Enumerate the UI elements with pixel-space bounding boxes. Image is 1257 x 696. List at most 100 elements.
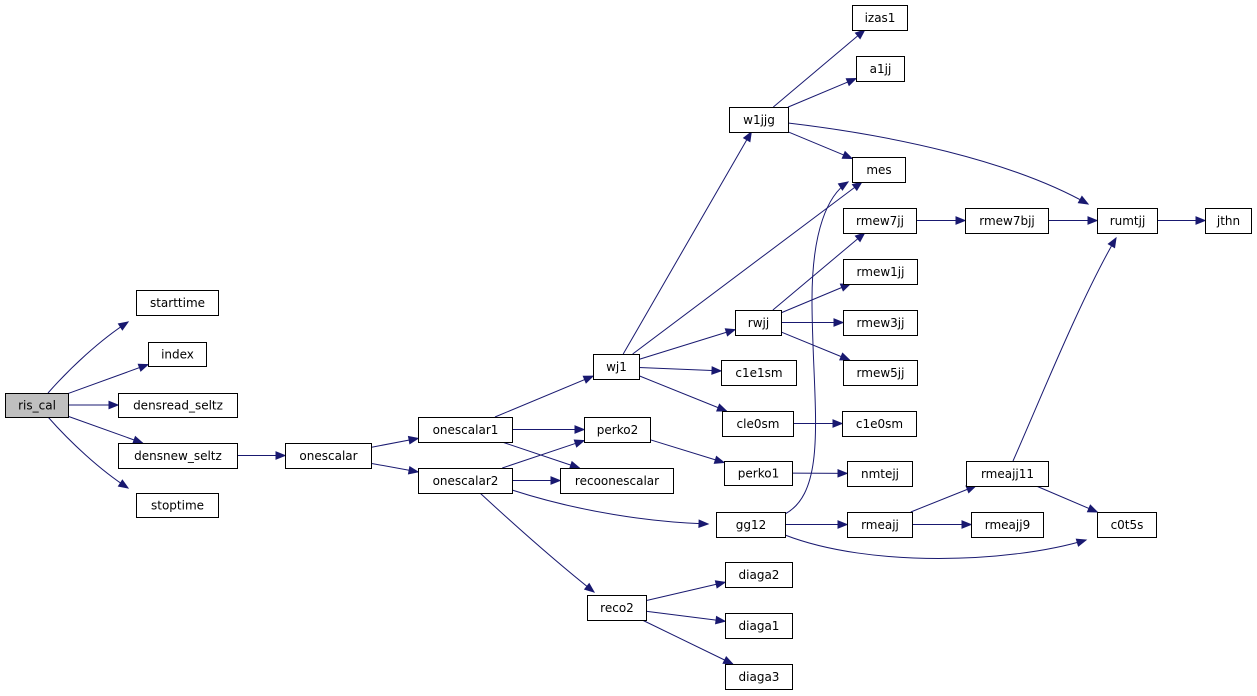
node-perko1[interactable]: perko1 (724, 461, 793, 486)
node-box (725, 562, 793, 588)
node-izas1[interactable]: izas1 (852, 5, 908, 31)
node-label: rmeajj11 (981, 467, 1034, 481)
node-label: starttime (150, 296, 205, 310)
node-rmew1jj[interactable]: rmew1jj (843, 259, 918, 285)
node-rmew7jj[interactable]: rmew7jj (843, 208, 917, 234)
node-stoptime[interactable]: stoptime (136, 493, 219, 518)
node-rmeajj11[interactable]: rmeajj11 (966, 461, 1049, 487)
node-starttime[interactable]: starttime (136, 290, 219, 316)
node-rmew5jj[interactable]: rmew5jj (843, 360, 918, 386)
arrowhead-gg12-to-mes (837, 181, 850, 191)
node-rmew3jj[interactable]: rmew3jj (843, 310, 918, 336)
node-onescalar2[interactable]: onescalar2 (418, 468, 513, 494)
node-label: rwjj (748, 316, 769, 330)
node-label: cle0sm (737, 417, 780, 431)
node-box (843, 360, 918, 386)
node-label: index (161, 348, 194, 362)
node-w1jjg[interactable]: w1jjg (729, 107, 789, 133)
arrowhead-rwjj-to-rmew7jj (854, 232, 866, 243)
node-recoonescalar[interactable]: recoonescalar (560, 468, 674, 494)
node-a1jj[interactable]: a1jj (856, 56, 905, 82)
node-ris-cal[interactable]: ris_cal (5, 393, 69, 418)
node-box (593, 354, 640, 380)
node-mes[interactable]: mes (852, 157, 906, 183)
node-onescalar[interactable]: onescalar (285, 443, 372, 469)
node-label: mes (866, 163, 891, 177)
node-label: rmeajj9 (985, 518, 1030, 532)
edge-w1jjg-to-a1jj (787, 78, 857, 108)
node-box (560, 468, 674, 494)
node-rmeajj[interactable]: rmeajj (847, 512, 913, 538)
node-diaga3[interactable]: diaga3 (725, 664, 793, 690)
node-nmtejj[interactable]: nmtejj (847, 461, 913, 487)
node-reco2[interactable]: reco2 (587, 595, 647, 621)
arrowhead-rwjj-to-rmew1jj (839, 283, 852, 292)
arrowhead-ris_cal-to-index (137, 363, 150, 372)
node-box (136, 493, 219, 518)
edge-rmeajj-to-rmeajj11 (910, 485, 976, 513)
node-jthn[interactable]: jthn (1205, 208, 1252, 234)
node-box (847, 512, 913, 538)
arrowhead-ris_cal-to-starttime (117, 321, 130, 331)
arrowhead-rmeajj-to-rmeajj9 (961, 520, 973, 529)
arrowhead-w1jjg-to-a1jj (845, 78, 858, 87)
node-densread-seltz[interactable]: densread_seltz (118, 393, 238, 418)
arrowhead-reco2-to-diaga1 (715, 615, 727, 625)
node-label: diaga1 (739, 619, 780, 633)
arrowhead-w1jjg-to-mes (841, 150, 854, 159)
edge-rwjj-to-rmew1jj (780, 283, 851, 314)
node-cle0sm[interactable]: cle0sm (722, 411, 794, 437)
arrowhead-w1jjg-to-izas1 (854, 29, 866, 40)
node-index[interactable]: index (148, 342, 207, 367)
node-box (966, 461, 1049, 487)
node-box (725, 664, 793, 690)
node-box (1205, 208, 1252, 234)
node-box (118, 443, 238, 469)
node-rmew7bjj[interactable]: rmew7bjj (965, 208, 1049, 234)
edge-onescalar1-to-wj1 (494, 375, 594, 418)
node-wj1[interactable]: wj1 (593, 354, 640, 380)
arrowhead-gg12-to-c0t5s (1075, 538, 1088, 547)
node-label: rmew5jj (857, 366, 905, 380)
node-c0t5s[interactable]: c0t5s (1097, 512, 1157, 538)
node-label: ris_cal (18, 399, 56, 413)
node-label: gg12 (736, 518, 767, 532)
arrowhead-ris_cal-to-stoptime (117, 479, 130, 489)
arrowhead-reco2-to-diaga2 (714, 580, 727, 589)
edge-onescalar2-to-reco2 (479, 492, 595, 593)
node-rmeajj9[interactable]: rmeajj9 (971, 512, 1044, 538)
node-gg12[interactable]: gg12 (716, 512, 786, 538)
node-box (725, 613, 793, 639)
node-label: rmew7bjj (979, 214, 1035, 228)
node-label: rmew3jj (857, 316, 905, 330)
edge-wj1-to-c1e1sm (638, 366, 722, 372)
node-label: densnew_seltz (134, 449, 222, 463)
node-diaga1[interactable]: diaga1 (725, 613, 793, 639)
arrowhead-wj1-to-w1jjg (742, 130, 752, 143)
arrowhead-gg12-to-rmeajj (837, 520, 849, 529)
node-rwjj[interactable]: rwjj (735, 310, 782, 336)
edge-wj1-to-rwjj (638, 329, 736, 360)
arrowhead-cle0sm-to-c1e0sm (832, 419, 844, 428)
arrowhead-rmew7bjj-to-rumtjj (1087, 216, 1099, 225)
arrowhead-rmew7jj-to-rmew7bjj (955, 216, 967, 225)
edge-onescalar2-to-perko2 (502, 440, 585, 469)
node-box (418, 468, 513, 494)
arrowhead-wj1-to-c1e1sm (711, 366, 723, 375)
node-c1e1sm[interactable]: c1e1sm (721, 360, 797, 386)
node-label: stoptime (151, 499, 204, 513)
edge-w1jjg-to-mes (787, 131, 853, 159)
node-densnew-seltz[interactable]: densnew_seltz (118, 443, 238, 469)
node-label: rumtjj (1110, 214, 1146, 228)
node-onescalar1[interactable]: onescalar1 (418, 417, 513, 443)
edge-ris_cal-to-stoptime (47, 416, 129, 489)
node-rumtjj[interactable]: rumtjj (1097, 208, 1158, 234)
node-diaga2[interactable]: diaga2 (725, 562, 793, 588)
node-label: perko1 (738, 467, 779, 481)
node-label: c1e1sm (735, 366, 782, 380)
arrowhead-rmeajj11-to-rumtjj (1107, 236, 1117, 249)
node-perko2[interactable]: perko2 (584, 417, 651, 443)
node-c1e0sm[interactable]: c1e0sm (842, 411, 917, 437)
edge-reco2-to-diaga2 (645, 581, 726, 602)
node-box (118, 393, 238, 418)
